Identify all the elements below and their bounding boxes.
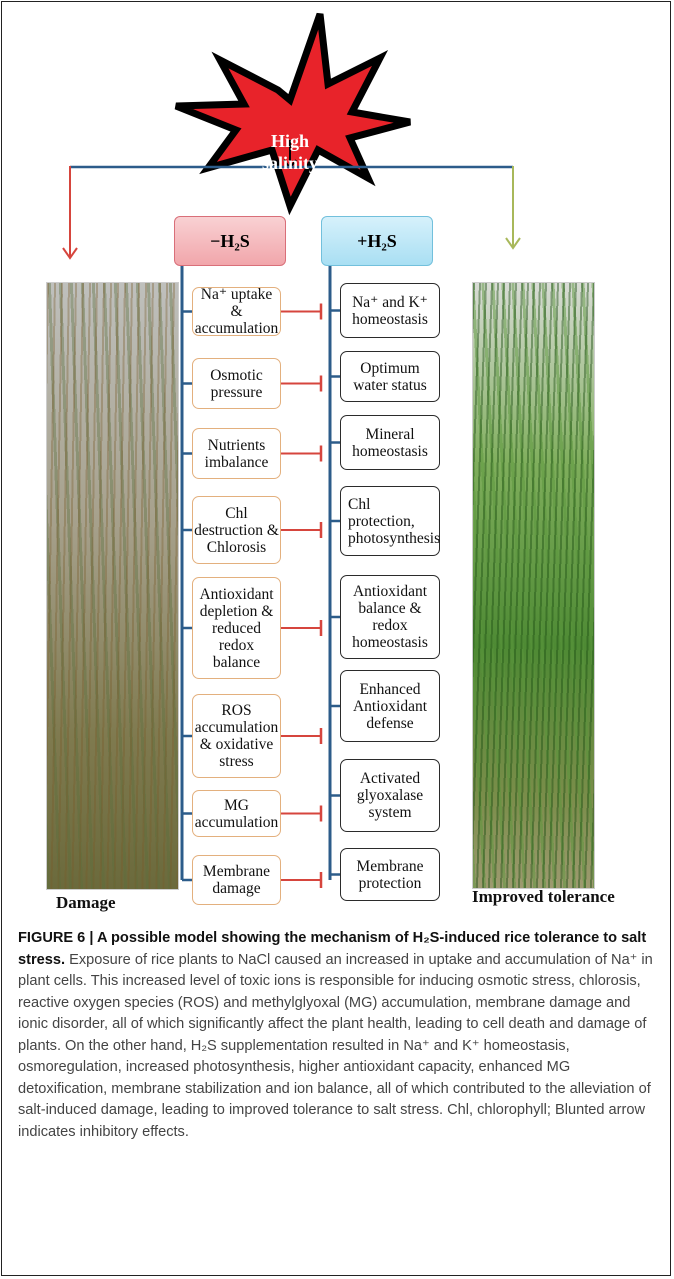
minus-h2s-header: −H₂S	[174, 216, 286, 266]
improved-tolerance-label: Improved tolerance	[472, 887, 615, 906]
figure-caption: FIGURE 6 | A possible model showing the …	[18, 928, 654, 1143]
neg-box: Chl destruction & Chlorosis	[192, 496, 281, 564]
trigger-line-1: High	[270, 131, 309, 151]
pos-box: Mineral homeostasis	[340, 415, 440, 470]
pos-box: Chl protection, photosynthesis	[340, 486, 440, 556]
tolerant-rice-photo	[472, 282, 595, 889]
pos-box: Membrane protection	[340, 848, 440, 901]
caption-lead: FIGURE 6 | A possible model showing the …	[18, 930, 647, 968]
neg-box: Osmotic pressure	[192, 358, 281, 409]
neg-box: Membrane damage	[192, 855, 281, 905]
caption-body: Exposure of rice plants to NaCl caused a…	[18, 951, 653, 1140]
damage-label: Damage	[56, 893, 116, 912]
plus-h2s-header: +H₂S	[321, 216, 433, 266]
diagram-connectors	[62, 12, 521, 888]
neg-box: Na⁺ uptake & accumulation	[192, 286, 281, 337]
neg-box: Nutrients imbalance	[192, 428, 281, 479]
neg-box: ROS accumulation & oxidative stress	[192, 694, 281, 778]
pos-box: Enhanced Antioxidant defense	[340, 670, 440, 742]
starburst-shape	[174, 12, 411, 216]
neg-box: Antioxidant depletion & reduced redox ba…	[192, 577, 281, 679]
neg-box: MG accumulation	[192, 790, 281, 837]
trigger-line-2: salinity	[261, 153, 318, 173]
box-connectors	[182, 303, 340, 888]
figure-diagram: High salinity −H₂S +H₂S Na⁺ uptake & acc…	[46, 12, 615, 912]
pos-box: Optimum water status	[340, 351, 440, 402]
pos-box: Antioxidant balance & redox homeostasis	[340, 575, 440, 659]
trigger-label: High salinity	[222, 130, 358, 174]
damaged-rice-photo	[46, 282, 179, 890]
pos-box: Activated glyoxalase system	[340, 759, 440, 832]
pos-box: Na⁺ and K⁺ homeostasis	[340, 283, 440, 338]
